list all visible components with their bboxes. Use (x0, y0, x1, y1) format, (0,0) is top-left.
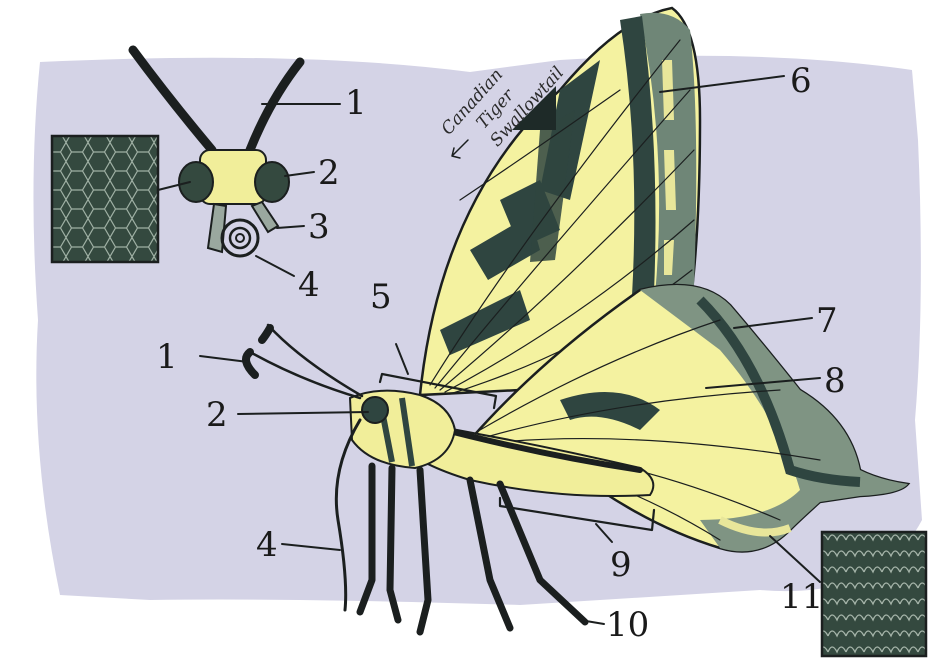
head-label-3: 3 (308, 207, 330, 247)
compound-eye-left (179, 162, 213, 202)
side-label-9: 9 (610, 545, 632, 585)
compound-eye-right (255, 162, 289, 202)
side-label-5: 5 (370, 277, 392, 317)
side-eye (362, 397, 388, 423)
eye-facets-inset (52, 136, 158, 262)
side-label-7: 7 (816, 301, 838, 341)
head-label-2: 2 (318, 153, 340, 193)
side-label-10: 10 (606, 605, 649, 645)
side-label-8: 8 (824, 361, 846, 401)
wing-scales-inset (822, 532, 926, 656)
side-label-1: 1 (156, 337, 178, 377)
head-label-4: 4 (298, 265, 320, 305)
head-label-1: 1 (345, 83, 367, 123)
side-label-11: 11 (780, 577, 823, 617)
side-label-6: 6 (790, 61, 812, 101)
side-label-4: 4 (256, 525, 278, 565)
side-label-2: 2 (206, 395, 228, 435)
